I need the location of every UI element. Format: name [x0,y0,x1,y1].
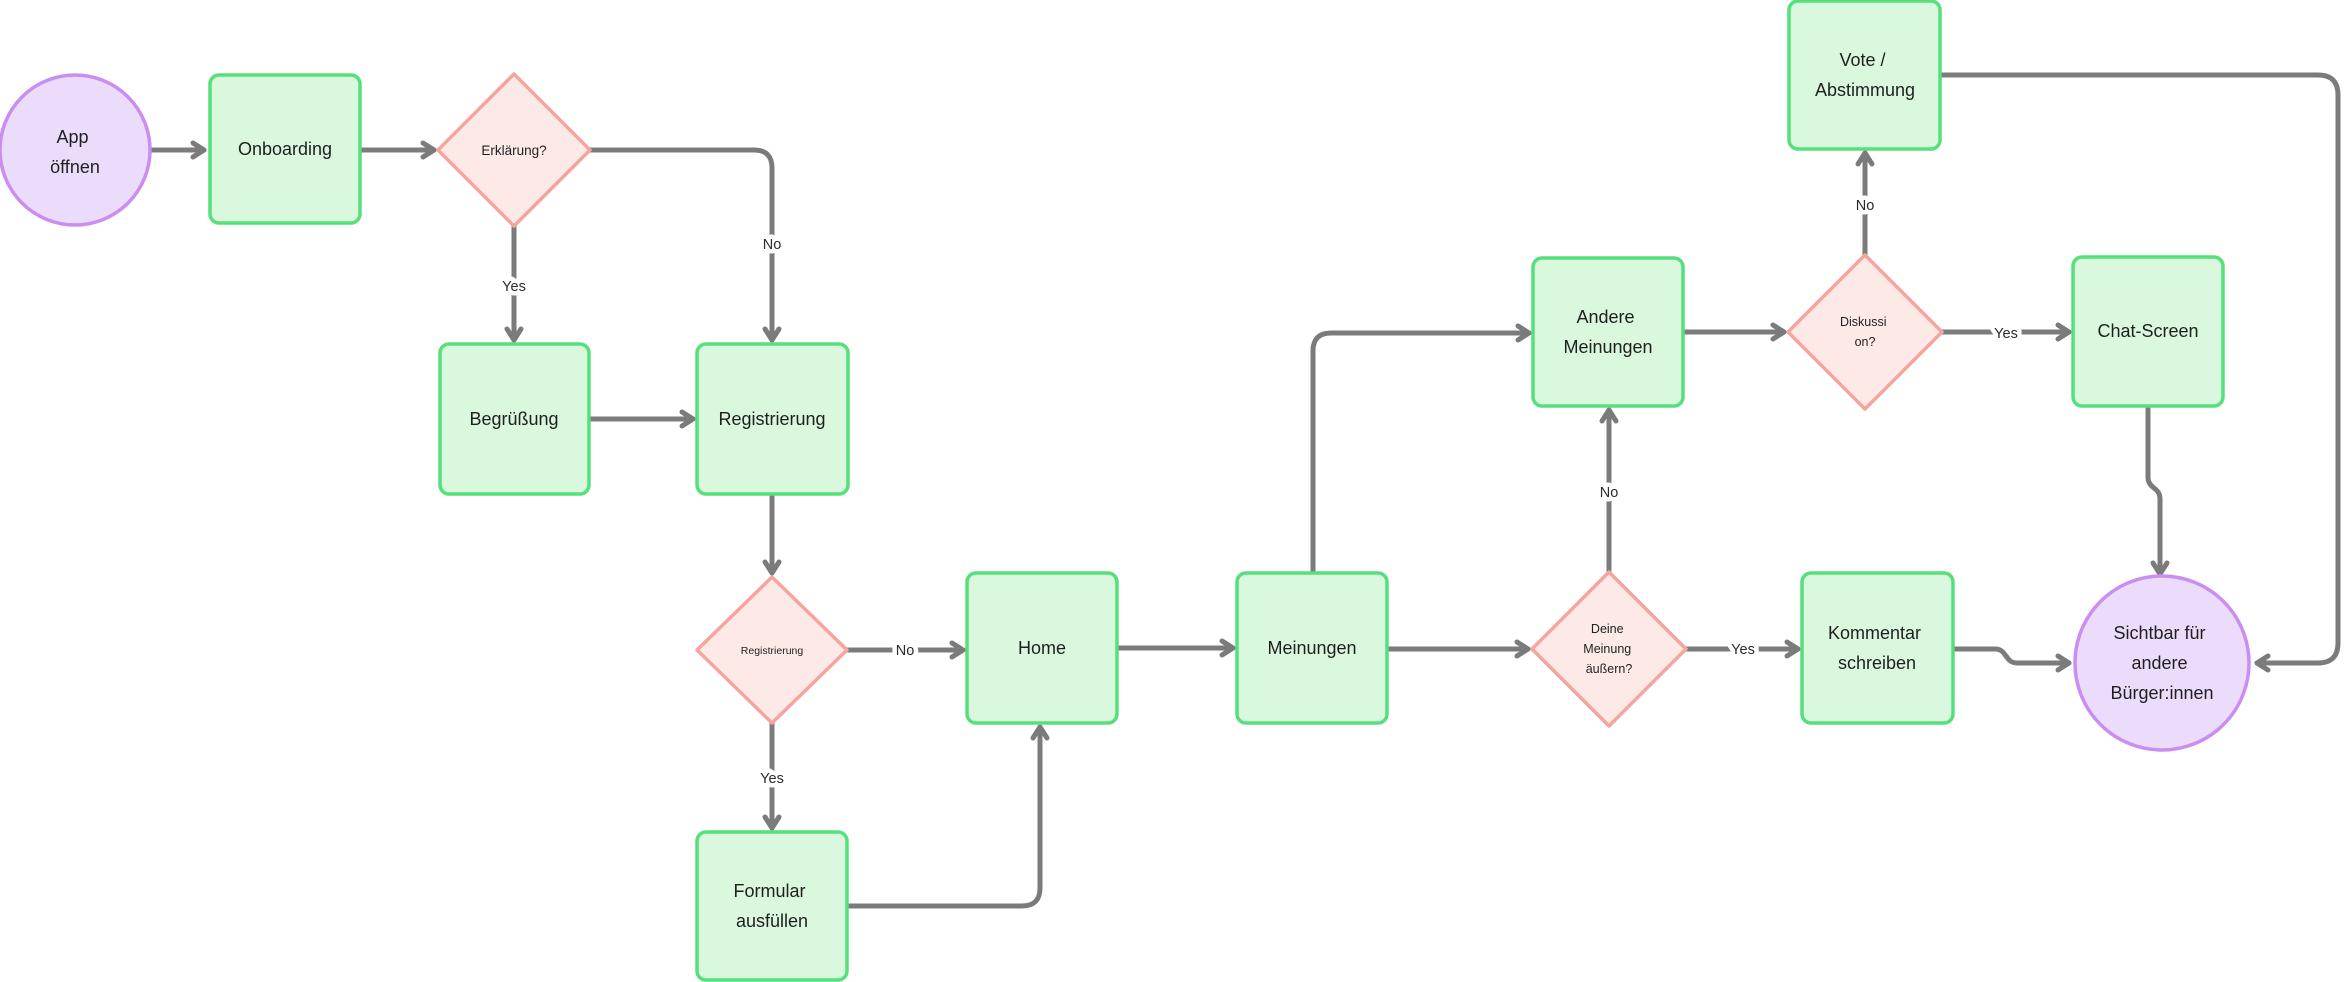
edge-label-yes: Yes [760,771,784,787]
label-line: äußern? [1586,662,1633,676]
label-line: Deine [1591,622,1624,636]
node-meinungen[interactable]: Meinungen [1235,571,1389,725]
label-line: Bürger:innen [2110,683,2213,703]
formular-label: Formular ausfüllen [733,881,810,931]
begruessung-label: Begrüßung [469,409,558,429]
kommentar-box[interactable] [1800,571,1955,725]
erklaerung-label: Erklärung? [481,143,546,158]
q-registrierung-diamond[interactable] [695,575,849,725]
home-box[interactable] [965,571,1119,725]
node-q-registrierung[interactable]: Registrierung [695,575,849,725]
edge-label-no: No [1600,485,1619,501]
q-diskussion-label: Diskussi on? [1840,315,1890,349]
node-formular-ausfuellen[interactable]: Formular ausfüllen [695,830,849,982]
edge-label-no: No [763,237,782,253]
onboarding-box[interactable] [208,73,362,225]
node-andere-meinungen[interactable]: Andere Meinungen [1531,256,1685,408]
label-line: Kommentar [1828,623,1921,643]
vote-box[interactable] [1787,0,1942,151]
andere-meinungen-box[interactable] [1531,256,1685,408]
edge-meinungen-to-andere-meinungen [1310,323,1532,576]
node-kommentar-schreiben[interactable]: Kommentar schreiben [1800,571,1955,725]
edge-chat-to-sichtbar [2145,403,2170,577]
node-onboarding[interactable]: Onboarding [208,73,362,225]
vote-label: Vote / Abstimmung [1815,50,1915,100]
chat-screen-label: Chat-Screen [2097,321,2198,341]
edge-label-yes: Yes [502,279,526,295]
label-line: Formular [733,881,805,901]
edge-erklaerung-no-to-registrierung [587,147,782,343]
node-q-deine-meinung[interactable]: Deine Meinung äußern? [1530,570,1688,728]
meinungen-box[interactable] [1235,571,1389,725]
erklaerung-diamond[interactable] [436,72,592,228]
label-line: Sichtbar für [2113,623,2205,643]
edge-label-yes: Yes [1731,642,1755,658]
node-sichtbar-buerger[interactable]: Sichtbar für andere Bürger:innen [2073,574,2251,752]
edges-layer [147,72,2341,909]
node-chat-screen[interactable]: Chat-Screen [2071,255,2225,408]
registrierung-box[interactable] [695,342,850,496]
registrierung-label: Registrierung [718,409,825,429]
app-oeffnen-label: App öffnen [50,127,100,177]
edge-label-no: No [896,643,915,659]
node-begruessung[interactable]: Begrüßung [438,342,591,496]
edge-kommentar-to-sichtbar [1950,646,2072,673]
q-deine-meinung-diamond[interactable] [1530,570,1688,728]
label-line: on? [1855,335,1876,349]
onboarding-label: Onboarding [238,139,332,159]
label-line: ausfüllen [736,911,808,931]
edge-vote-to-sichtbar [1937,72,2341,673]
chat-screen-box[interactable] [2071,255,2225,408]
edge-label-yes: Yes [1994,326,2018,342]
q-diskussion-diamond[interactable] [1786,253,1944,411]
begruessung-box[interactable] [438,342,591,496]
node-q-diskussion[interactable]: Diskussi on? [1786,253,1944,411]
app-oeffnen-circle[interactable] [0,73,152,227]
label-line: Diskussi [1840,315,1887,329]
label-line: Vote / [1839,50,1885,70]
label-line: App [56,127,88,147]
home-label: Home [1018,638,1066,658]
nodes-layer: App öffnen Onboarding Erklärung? Begrüßu… [0,0,2251,982]
label-line: Meinung [1583,642,1631,656]
kommentar-label: Kommentar schreiben [1828,623,1926,673]
meinungen-label: Meinungen [1267,638,1356,658]
node-home[interactable]: Home [965,571,1119,725]
edge-label-no: No [1856,198,1875,214]
andere-meinungen-label: Andere Meinungen [1563,307,1652,357]
sichtbar-circle[interactable] [2073,574,2251,752]
edge-formular-to-home [845,724,1050,909]
label-line: Abstimmung [1815,80,1915,100]
sichtbar-label: Sichtbar für andere Bürger:innen [2110,623,2213,703]
label-line: Meinungen [1563,337,1652,357]
formular-box[interactable] [695,830,849,982]
node-q-erklaerung[interactable]: Erklärung? [436,72,592,228]
node-vote-abstimmung[interactable]: Vote / Abstimmung [1787,0,1942,151]
label-line: andere [2131,653,2187,673]
label-line: Andere [1576,307,1634,327]
label-line: schreiben [1838,653,1916,673]
q-registrierung-label: Registrierung [741,645,804,657]
q-deine-meinung-label: Deine Meinung äußern? [1583,622,1634,676]
label-line: öffnen [50,157,100,177]
node-app-oeffnen[interactable]: App öffnen [0,73,152,227]
node-registrierung[interactable]: Registrierung [695,342,850,496]
